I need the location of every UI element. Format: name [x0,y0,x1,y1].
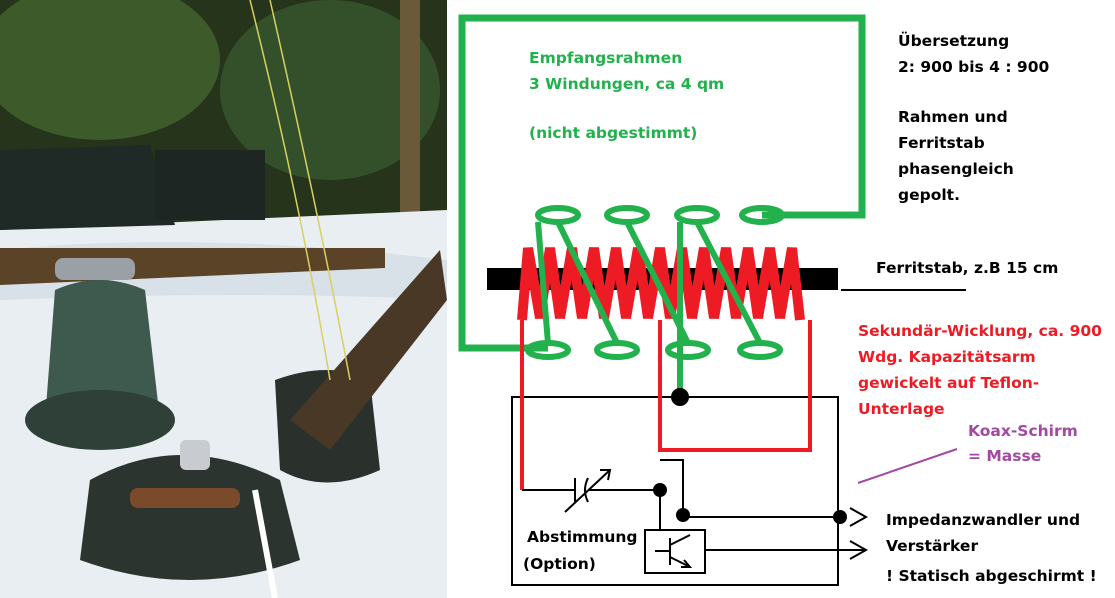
secondary-label-1: Sekundär-Wicklung, ca. 900 [858,322,1102,340]
phase-note-2: Ferritstab [898,134,985,152]
junction-dot [833,510,847,524]
shield-label-2: = Masse [968,447,1042,465]
tuning-label-2: (Option) [523,555,596,573]
tuning-label-1: Abstimmung [527,528,638,546]
output-label-2: Verstärker [886,537,979,555]
output-label-1: Impedanzwandler und [886,511,1081,529]
secondary-lead-right [658,320,812,452]
junction-dot [653,483,667,497]
phase-note-3: phasengleich [898,160,1014,178]
output-label-3: ! Statisch abgeschirmt ! [886,567,1097,585]
secondary-label-2: Wdg. Kapazitätsarm [858,348,1036,366]
frame-turns: 3 Windungen, ca 4 qm [529,75,725,93]
phase-note-4: gepolt. [898,186,960,204]
ratio-value: 2: 900 bis 4 : 900 [898,58,1050,76]
primary-turns [525,205,785,397]
receiving-frame-loop [458,14,866,352]
shield-pointer-line [857,448,958,484]
antenna-photo [0,0,447,598]
phase-note-1: Rahmen und [898,108,1008,126]
ferrite-label: Ferritstab, z.B 15 cm [876,259,1059,277]
frame-title: Empfangsrahmen [529,49,683,67]
secondary-winding [517,247,805,321]
ratio-title: Übersetzung [898,32,1010,50]
transistor-symbol [644,529,706,574]
circuit-wiring [522,459,869,560]
frame-note: (nicht abgestimmt) [529,124,698,142]
junction-dot [671,388,689,406]
secondary-label-4: Unterlage [858,400,945,418]
secondary-label-3: gewickelt auf Teflon- [858,374,1040,392]
shield-label-1: Koax-Schirm [968,422,1078,440]
junction-dot [676,508,690,522]
